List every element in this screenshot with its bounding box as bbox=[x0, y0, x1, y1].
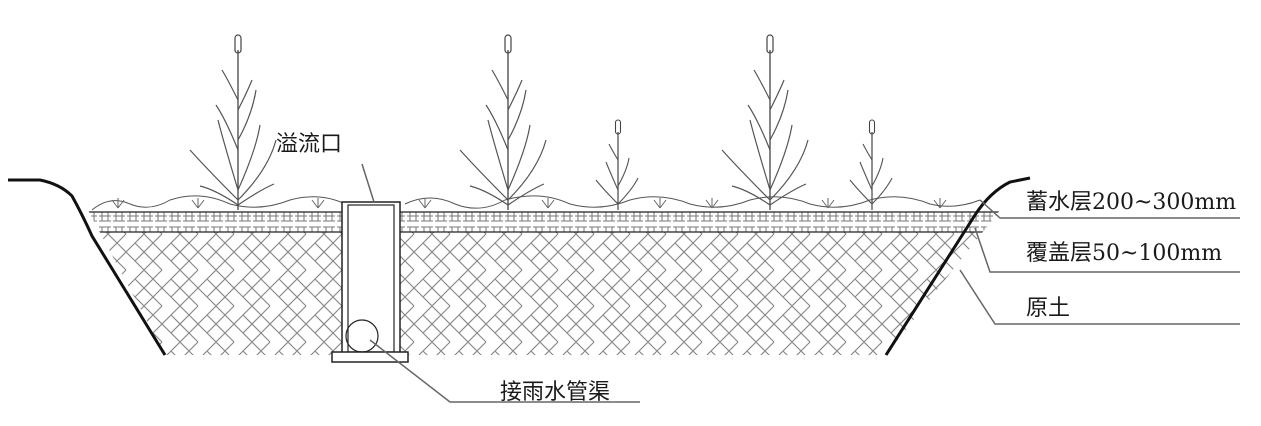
leader-lines bbox=[361, 163, 1240, 403]
basin-right-slope bbox=[884, 176, 1031, 356]
overflow-label: 溢流口 bbox=[276, 132, 343, 157]
storage-layer-line bbox=[91, 195, 981, 211]
drain-pipe-circle bbox=[345, 319, 379, 353]
overflow-structure bbox=[331, 201, 409, 363]
leader-pipe bbox=[369, 339, 640, 403]
leader-cover bbox=[974, 227, 1240, 273]
leader-overflow bbox=[361, 163, 375, 203]
basin-left-slope bbox=[8, 178, 167, 356]
plant bbox=[849, 119, 893, 210]
storage-layer-label: 蓄水层200~300mm bbox=[1026, 190, 1237, 215]
native-soil-fill bbox=[88, 211, 1000, 355]
leader-storage bbox=[979, 199, 1240, 219]
plant bbox=[595, 119, 639, 210]
cover-layer-label: 覆盖层50~100mm bbox=[1026, 241, 1223, 266]
ground-shrubs bbox=[111, 198, 947, 209]
plant bbox=[459, 34, 547, 210]
plant bbox=[189, 34, 277, 210]
native-soil-label: 原土 bbox=[1026, 296, 1071, 321]
leader-soil bbox=[959, 269, 1240, 325]
drain-pipe-label: 接雨水管渠 bbox=[500, 380, 611, 405]
plant bbox=[721, 34, 809, 210]
